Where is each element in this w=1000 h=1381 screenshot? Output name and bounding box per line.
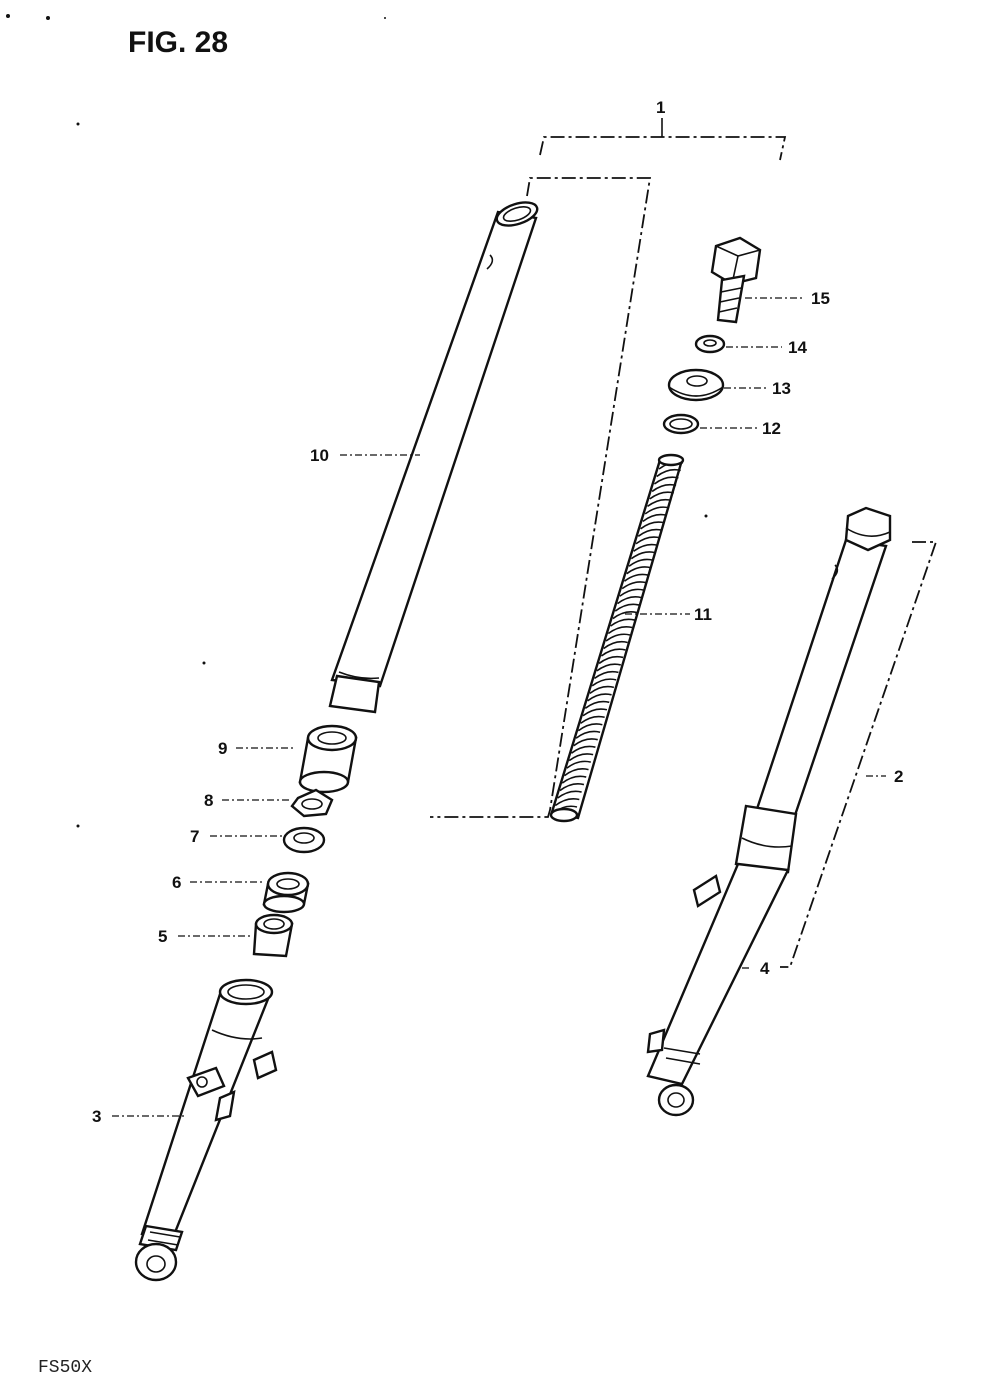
fork-spring <box>549 453 685 823</box>
spring-seat-washer <box>667 368 725 402</box>
callout-6: 6 <box>172 873 181 892</box>
assembly-bracket-1 <box>539 118 787 161</box>
callout-4: 4 <box>760 959 770 978</box>
callout-8: 8 <box>204 791 213 810</box>
spring-washer <box>694 334 726 354</box>
model-code: FS50X <box>38 1358 92 1378</box>
callout-12: 12 <box>762 419 781 438</box>
inner-fork-tube <box>328 201 539 714</box>
callout-9: 9 <box>218 739 227 758</box>
callout-11: 11 <box>694 605 712 624</box>
callout-5: 5 <box>158 927 167 946</box>
callout-7: 7 <box>190 827 199 846</box>
scan-specks <box>6 14 708 828</box>
callout-3: 3 <box>92 1107 101 1126</box>
callout-1: 1 <box>656 98 665 117</box>
o-ring <box>662 413 700 435</box>
callout-15: 15 <box>811 289 830 308</box>
assembly-bracket-2 <box>780 541 938 968</box>
callout-14: 14 <box>788 338 807 357</box>
snap-ring <box>290 788 334 818</box>
outer-fork-tube-left <box>134 978 278 1282</box>
oil-seal <box>262 871 310 914</box>
figure-label: FIG. 28 <box>128 26 228 59</box>
bolt <box>710 236 762 324</box>
callout-10: 10 <box>310 446 329 465</box>
right-fork-assembly <box>646 506 892 1117</box>
bushing <box>252 913 294 958</box>
callout-2: 2 <box>894 767 903 786</box>
group-outline-inner-parts <box>430 177 652 818</box>
callout-13: 13 <box>772 379 791 398</box>
seal-washer <box>282 826 326 854</box>
dust-seal <box>298 724 358 794</box>
